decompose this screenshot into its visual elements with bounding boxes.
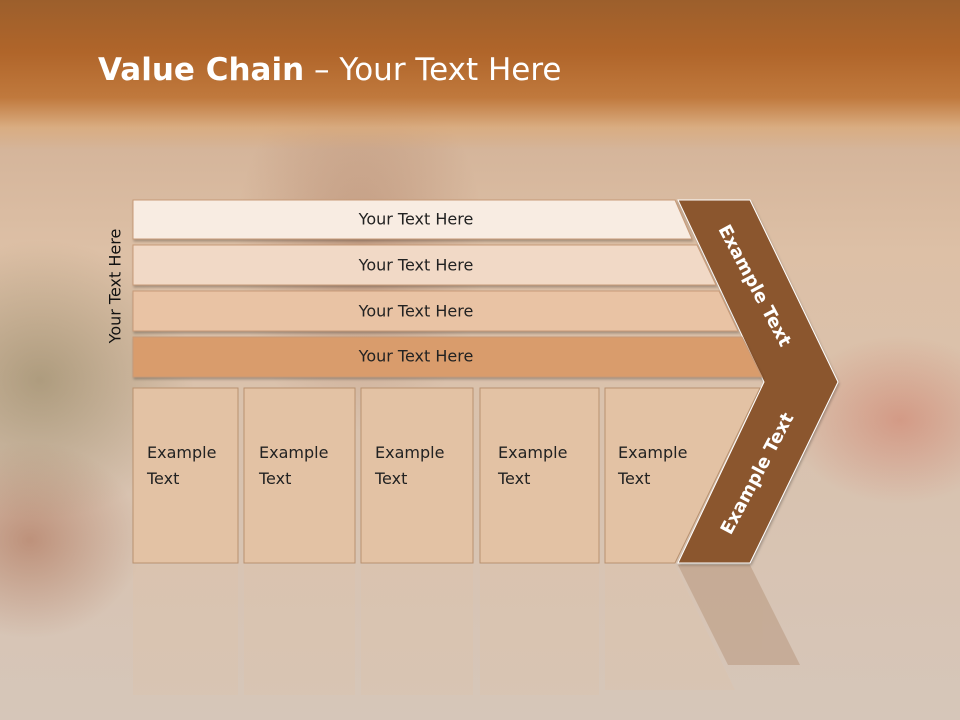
bar-4-label: Your Text Here bbox=[358, 347, 474, 366]
box-3 bbox=[360, 387, 474, 564]
box-1 bbox=[132, 387, 239, 564]
box-4 bbox=[479, 387, 600, 564]
bar-3-label: Your Text Here bbox=[358, 302, 474, 321]
box-4-line1: Example bbox=[498, 443, 567, 462]
box-1-line2: Text bbox=[146, 469, 179, 488]
title-bold: Value Chain bbox=[98, 52, 305, 88]
title-rest: – Your Text Here bbox=[304, 52, 562, 88]
box-2 bbox=[243, 387, 356, 564]
bar-1-label: Your Text Here bbox=[358, 210, 474, 229]
header-band bbox=[0, 0, 960, 150]
box-3-line2: Text bbox=[374, 469, 407, 488]
box-4-line2: Text bbox=[497, 469, 530, 488]
slide-title: Value Chain – Your Text Here bbox=[98, 52, 561, 88]
box-5-line1: Example bbox=[618, 443, 687, 462]
bar-4 bbox=[132, 336, 763, 378]
box-3-line1: Example bbox=[375, 443, 444, 462]
box-2-line1: Example bbox=[259, 443, 328, 462]
box-2-line2: Text bbox=[258, 469, 291, 488]
box-5 bbox=[604, 387, 761, 564]
bar-2 bbox=[132, 244, 717, 286]
bar-3 bbox=[132, 290, 739, 332]
diagram-reflection bbox=[133, 565, 800, 695]
chevron-arrow bbox=[677, 199, 839, 564]
box-5-line2: Text bbox=[617, 469, 650, 488]
bar-1 bbox=[132, 199, 693, 240]
box-1-line1: Example bbox=[147, 443, 216, 462]
bar-2-label: Your Text Here bbox=[358, 256, 474, 275]
